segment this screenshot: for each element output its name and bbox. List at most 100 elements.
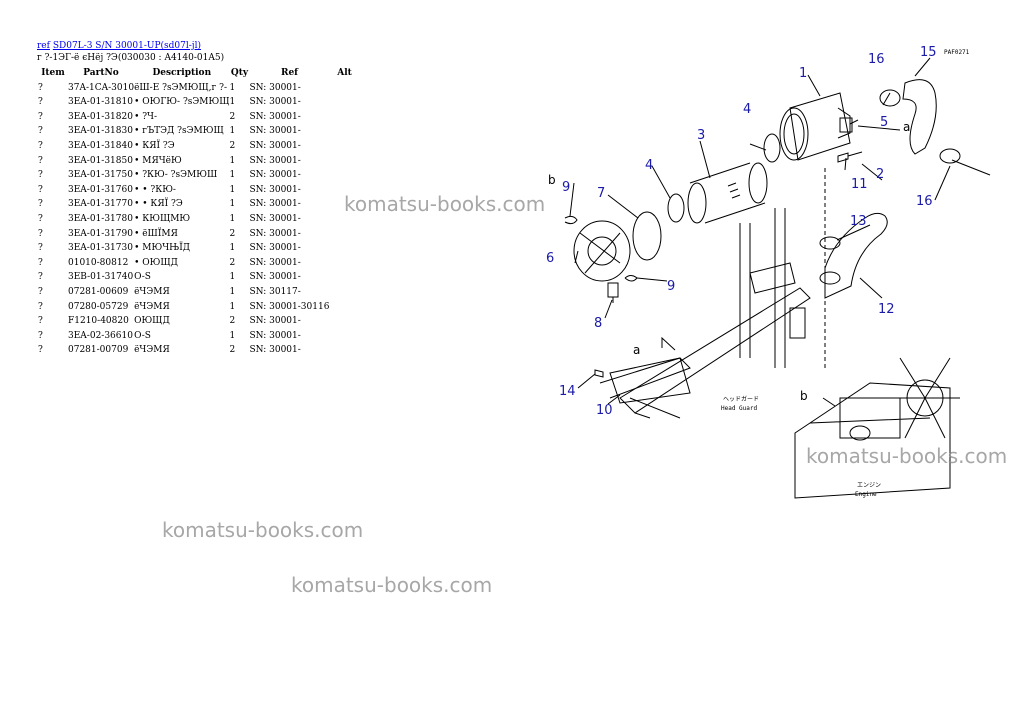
gasket-ring-b: [667, 193, 685, 223]
hose-clamp-upper: [879, 89, 901, 107]
cell-alt: [330, 110, 360, 125]
model-link[interactable]: SD07L-3 S/N 30001-UP(sd07l-jl): [52, 41, 201, 51]
col-alt: Alt: [337, 68, 352, 78]
callout-12: 12: [878, 302, 895, 317]
cell-ref: SN: 30001-: [249, 345, 301, 356]
cell-item: ?: [38, 330, 43, 341]
cell-ref: SN: 30001-: [249, 82, 301, 93]
letter-a-left: a: [633, 343, 640, 357]
cell-qty: 1: [229, 301, 236, 312]
cell-alt: [330, 329, 360, 344]
cell-item: ?: [38, 82, 43, 93]
cell-qty: 1: [229, 126, 236, 137]
cell-partno: 3EA-01-31760: [68, 184, 133, 195]
bolt: [837, 151, 863, 163]
cell-description: ёШ-Е ?sЭМЮЩ,г ?-: [134, 82, 227, 93]
hose-clamp-13: [819, 236, 841, 250]
cell-description: • ОЮЩД: [134, 257, 178, 268]
cell-item: ?: [38, 272, 43, 283]
cell-description: • ?КЮ- ?sЭМЮШ: [134, 170, 218, 181]
callout-7: 7: [597, 186, 605, 201]
cell-alt: [330, 241, 360, 256]
cell-qty: 1: [229, 243, 236, 254]
drawing-code: PAF0271: [944, 49, 970, 56]
cell-description: • ?Ч-: [134, 111, 158, 122]
cell-item: ?: [38, 243, 43, 254]
col-qty: Qty: [230, 68, 249, 78]
cell-qty: 1: [229, 170, 236, 181]
parts-diagram: 1 2 3 4 4 5 6 7 8 9 9 10 11 12 13 14 15 …: [546, 45, 991, 499]
intake-elbow: [819, 212, 888, 299]
cell-alt: [330, 139, 360, 154]
cell-partno: 07281-00609: [68, 286, 129, 297]
cell-ref: SN: 30001-: [249, 97, 301, 108]
callout-13: 13: [850, 214, 867, 229]
engine-block: [794, 357, 960, 499]
cell-qty: 2: [229, 345, 236, 356]
cell-ref: SN: 30001-: [249, 316, 301, 327]
cell-partno: 07281-00709: [68, 345, 129, 356]
engine-label-en: Engine: [855, 491, 877, 498]
parts-table: Item PartNo Description Qty Ref Alt ? 37A…: [38, 66, 360, 358]
cell-alt: [330, 285, 360, 300]
gasket-ring-a: [763, 133, 781, 163]
cell-description: • МЮЧЊЇД: [134, 243, 191, 254]
cell-ref: SN: 30001-: [249, 243, 301, 254]
air-cleaner-body: [779, 92, 853, 161]
callout-9b: 9: [667, 279, 675, 294]
cell-ref: SN: 30117-: [249, 286, 301, 297]
cell-item: ?: [38, 228, 43, 239]
cell-description: O-S: [134, 272, 151, 283]
document-header: ref SD07L-3 S/N 30001-UP(sd07l-jl) г ?-1…: [37, 40, 224, 64]
col-description: Description: [152, 68, 212, 78]
cell-qty: 1: [229, 330, 236, 341]
cell-ref: SN: 30001-: [249, 257, 301, 268]
cell-item: ?: [38, 170, 43, 181]
col-item: Item: [41, 68, 65, 78]
cell-partno: 3EA-01-31820: [68, 111, 133, 122]
page-subtitle: г ?-1ЭГ-ё єНёј ?Э(030030 : A4140-01A5): [37, 53, 225, 63]
clip-upper: [564, 215, 578, 225]
cell-description: • • КЯЇ ?Э: [134, 199, 183, 210]
cell-ref: SN: 30001-: [249, 170, 301, 181]
cell-item: ?: [38, 316, 43, 327]
cell-item: ?: [38, 199, 43, 210]
head-guard-frame: [599, 168, 826, 419]
breadcrumb: ref SD07L-3 S/N 30001-UP(sd07l-jl): [37, 40, 224, 52]
callout-16a: 16: [868, 52, 885, 67]
ref-link[interactable]: ref: [37, 41, 50, 51]
watermark-3: komatsu-books.com: [162, 518, 364, 542]
intake-hose: [902, 79, 937, 155]
table-header-row: Item PartNo Description Qty Ref Alt: [38, 66, 360, 81]
cell-item: ?: [38, 213, 43, 224]
clip-lower: [624, 275, 638, 282]
letter-b-left: b: [548, 173, 556, 187]
letter-b-engine: b: [800, 389, 808, 403]
mounting-bracket: [609, 357, 691, 404]
cell-alt: [330, 95, 360, 110]
cell-ref: SN: 30001-30116: [249, 301, 330, 312]
cell-item: ?: [38, 140, 43, 151]
engine-label-jp: エンジン: [857, 482, 881, 489]
cell-description: O-S: [134, 330, 151, 341]
callout-14: 14: [559, 384, 576, 399]
cell-partno: 37A-1CA-3010: [68, 82, 135, 93]
cell-partno: 3EA-01-31840: [68, 140, 133, 151]
cell-qty: 2: [229, 111, 236, 122]
dust-cap: [573, 220, 631, 282]
cell-item: ?: [38, 345, 43, 356]
cell-qty: 1: [229, 213, 236, 224]
col-ref: Ref: [280, 68, 299, 78]
cell-alt: [330, 227, 360, 242]
callout-4b: 4: [645, 158, 653, 173]
watermark-4: komatsu-books.com: [291, 573, 493, 597]
head-guard-label-en: Head Guard: [721, 405, 758, 412]
cell-description: ёЧЭМЯ: [134, 345, 170, 356]
